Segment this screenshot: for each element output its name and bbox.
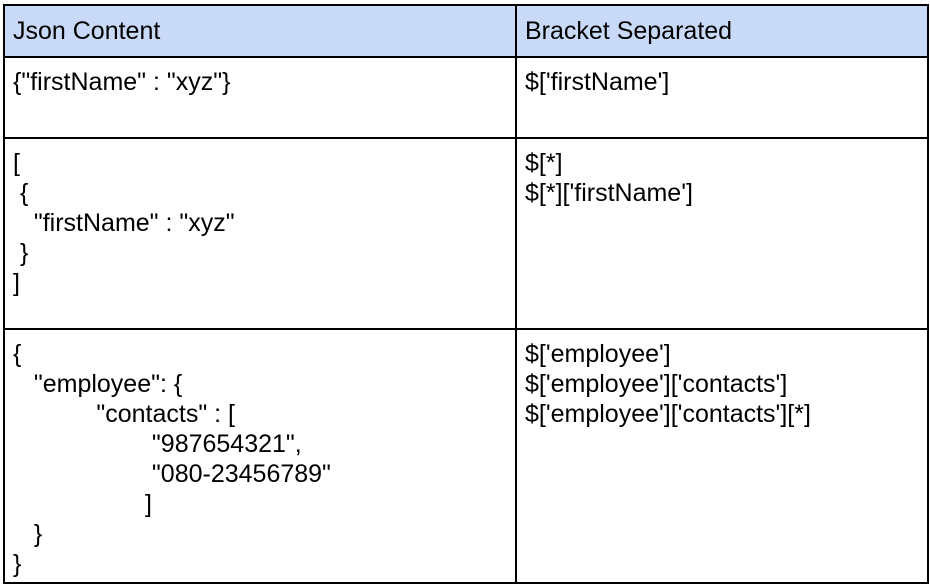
table-row: {"firstName" : "xyz"} $['firstName'] [3, 56, 929, 139]
json-content-cell: {"firstName" : "xyz"} [3, 56, 517, 139]
table-row: { "employee": { "contacts" : [ "98765432… [3, 328, 929, 584]
bracket-path-cell: $['firstName'] [515, 56, 929, 139]
jsonpath-reference-table: Json Content Bracket Separated {"firstNa… [3, 4, 929, 584]
header-bracket-separated: Bracket Separated [515, 4, 929, 58]
table-header-row: Json Content Bracket Separated [3, 4, 929, 58]
table-row: [ { "firstName" : "xyz" } ] $[*] $[*]['f… [3, 137, 929, 330]
bracket-path-cell: $[*] $[*]['firstName'] [515, 137, 929, 330]
json-content-cell: [ { "firstName" : "xyz" } ] [3, 137, 517, 330]
json-content-cell: { "employee": { "contacts" : [ "98765432… [3, 328, 517, 584]
header-json-content: Json Content [3, 4, 517, 58]
page: Json Content Bracket Separated {"firstNa… [0, 4, 930, 586]
bracket-path-cell: $['employee'] $['employee']['contacts'] … [515, 328, 929, 584]
